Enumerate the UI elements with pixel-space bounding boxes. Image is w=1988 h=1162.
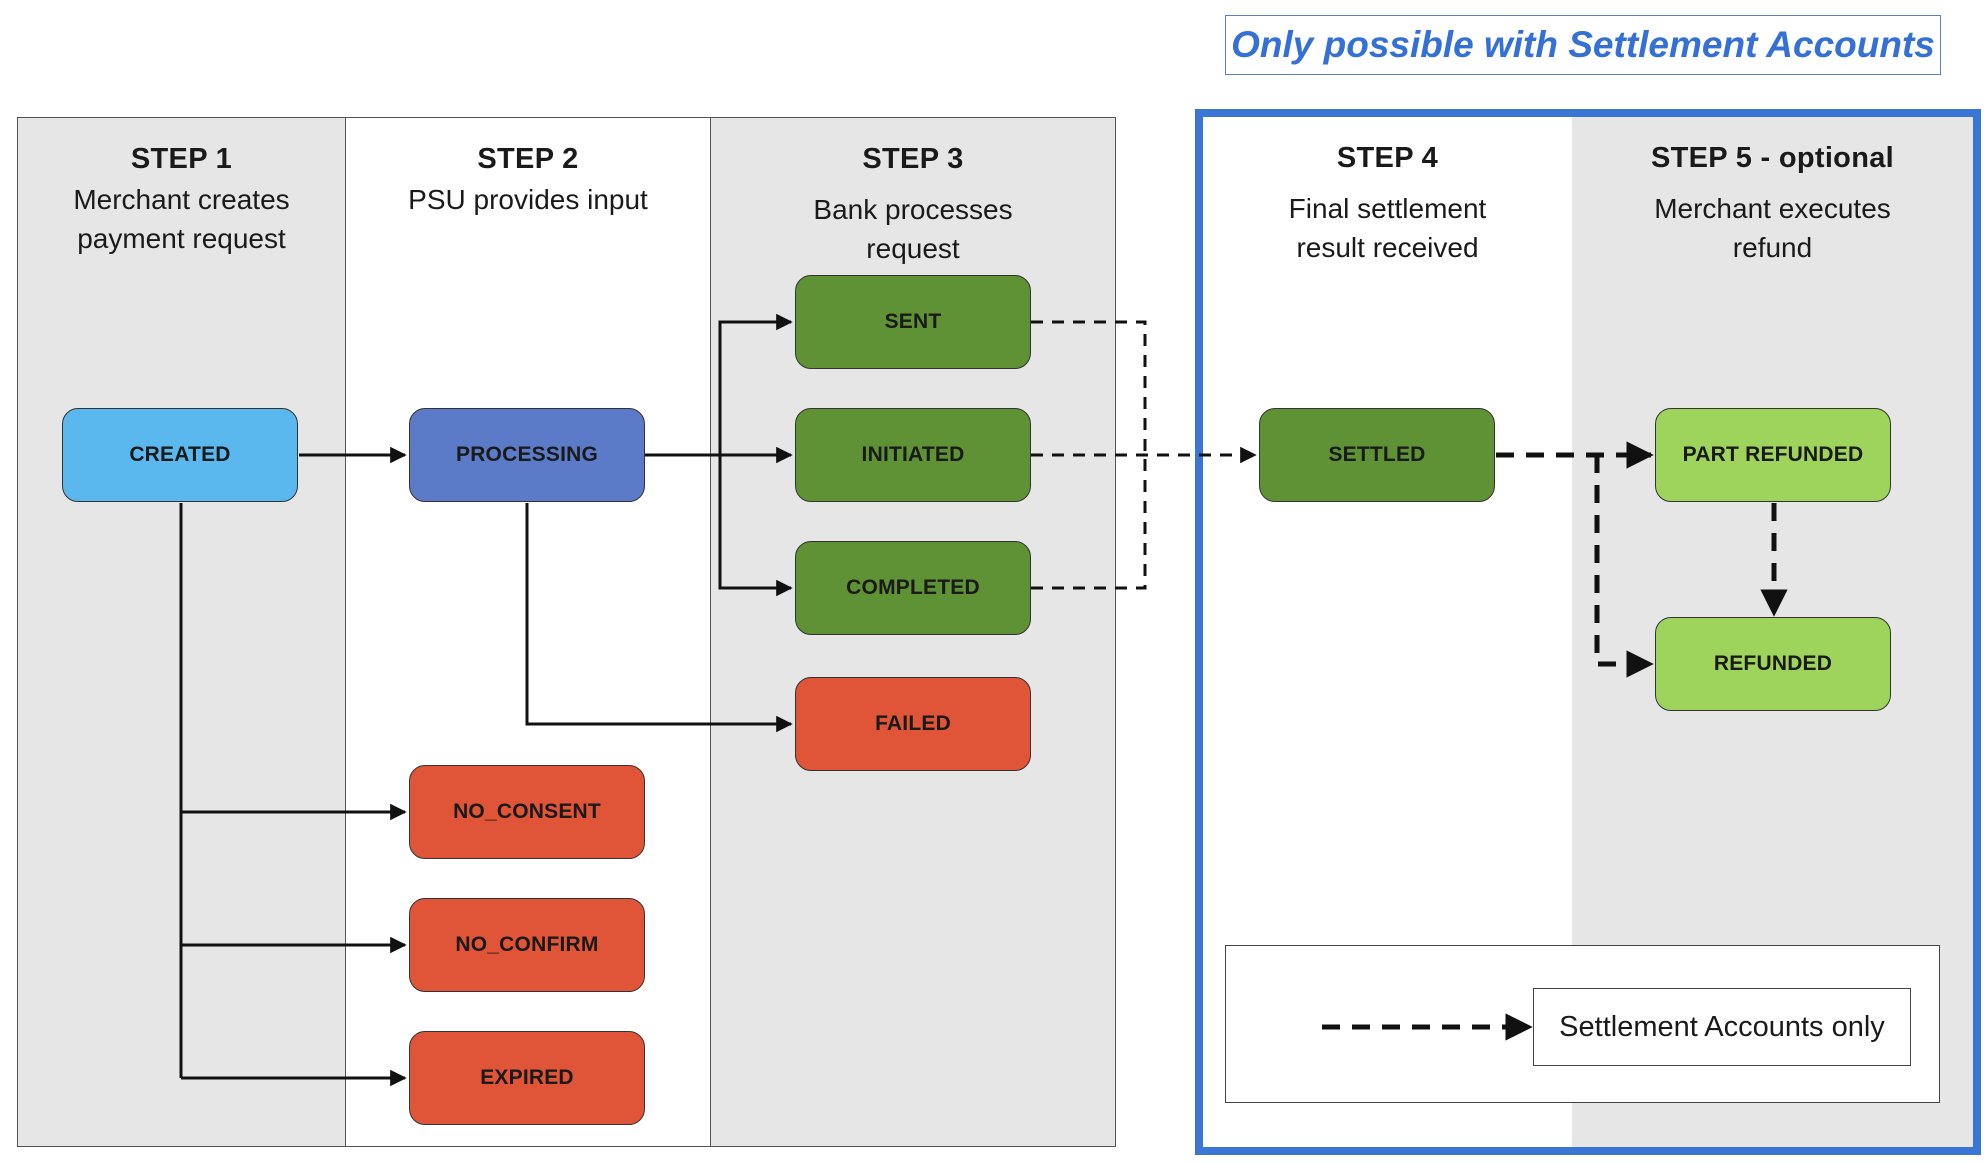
solid-edges <box>179 313 793 1087</box>
refund-edges <box>1322 441 1788 1041</box>
edge-processing-failed <box>525 503 793 733</box>
settlement-accounts-callout: Only possible with Settlement Accounts <box>1225 15 1941 75</box>
node-refunded: REFUNDED <box>1655 617 1891 711</box>
node-settled: SETTLED <box>1259 408 1495 502</box>
node-expired: EXPIRED <box>409 1031 645 1125</box>
lane-subtitle: Final settlement result received <box>1288 193 1487 263</box>
edge-branch-sent <box>718 313 793 455</box>
lane-title: STEP 3 <box>862 143 964 175</box>
node-created: CREATED <box>62 408 298 502</box>
settlement-accounts-region <box>1195 109 1981 1155</box>
lane-subtitle: PSU provides input <box>408 184 648 215</box>
node-no-confirm: NO_CONFIRM <box>409 898 645 992</box>
lane-subtitle: Bank processes request <box>813 194 1013 264</box>
lane-subtitle: Merchant executes refund <box>1654 193 1891 263</box>
node-part-refunded: PART REFUNDED <box>1655 408 1891 502</box>
legend-label: Settlement Accounts only <box>1533 988 1911 1066</box>
edge-settled-refunded <box>1594 455 1654 678</box>
edge-completed-settled <box>1031 455 1147 590</box>
edge-sent-settled <box>1031 320 1147 455</box>
lane-subtitle: Merchant creates payment request <box>73 184 290 254</box>
edge-branch-completed <box>718 455 793 597</box>
node-no-consent: NO_CONSENT <box>409 765 645 859</box>
dashed-edges <box>1031 320 1257 590</box>
lane-title: STEP 4 <box>1336 142 1439 174</box>
node-failed: FAILED <box>795 677 1031 771</box>
lane-title: STEP 5 - optional <box>1650 142 1895 174</box>
node-completed: COMPLETED <box>795 541 1031 635</box>
node-sent: SENT <box>795 275 1031 369</box>
node-processing: PROCESSING <box>409 408 645 502</box>
node-initiated: INITIATED <box>795 408 1031 502</box>
lane-title: STEP 1 <box>130 143 233 175</box>
lane-title: STEP 2 <box>477 143 579 175</box>
